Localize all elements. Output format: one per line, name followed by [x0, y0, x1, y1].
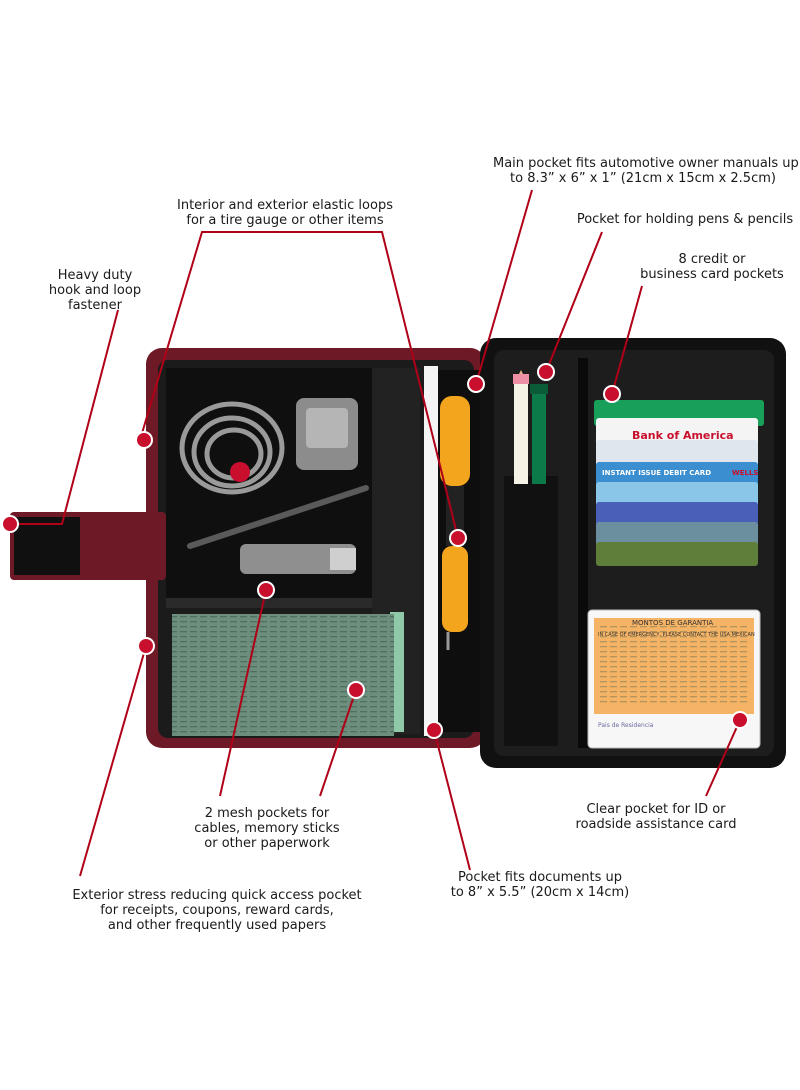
debit-card-text: INSTANT ISSUE DEBIT CARD [602, 469, 711, 477]
id-card-pocket [587, 609, 761, 749]
green-paperwork [172, 612, 404, 736]
wells-card-text: WELLS [732, 469, 759, 477]
callout-exterior-pocket: Exterior stress reducing quick access po… [72, 888, 362, 933]
tire-gauge [440, 396, 470, 650]
leader-lines [10, 189, 741, 877]
pens-in-pocket [513, 370, 548, 484]
callout-main-pocket: Main pocket fits automotive owner manual… [493, 156, 799, 186]
callout-pens-pocket: Pocket for holding pens & pencils [576, 212, 794, 227]
id-card-line: IN CASE OF EMERGENCY, PLEASE CONTACT THE… [598, 632, 755, 638]
leader-dots [1, 363, 749, 739]
credit-cards [594, 400, 764, 566]
bank-card-text: Bank of America [632, 429, 734, 442]
stylus-pen [187, 485, 369, 549]
id-card-header: MONTOS DE GARANTIA [632, 619, 714, 627]
usb-drive [240, 544, 356, 574]
id-card-footer: Pais de Residencia [598, 722, 654, 729]
hook-loop-strap [10, 512, 166, 580]
usb-cable-end [230, 398, 358, 482]
